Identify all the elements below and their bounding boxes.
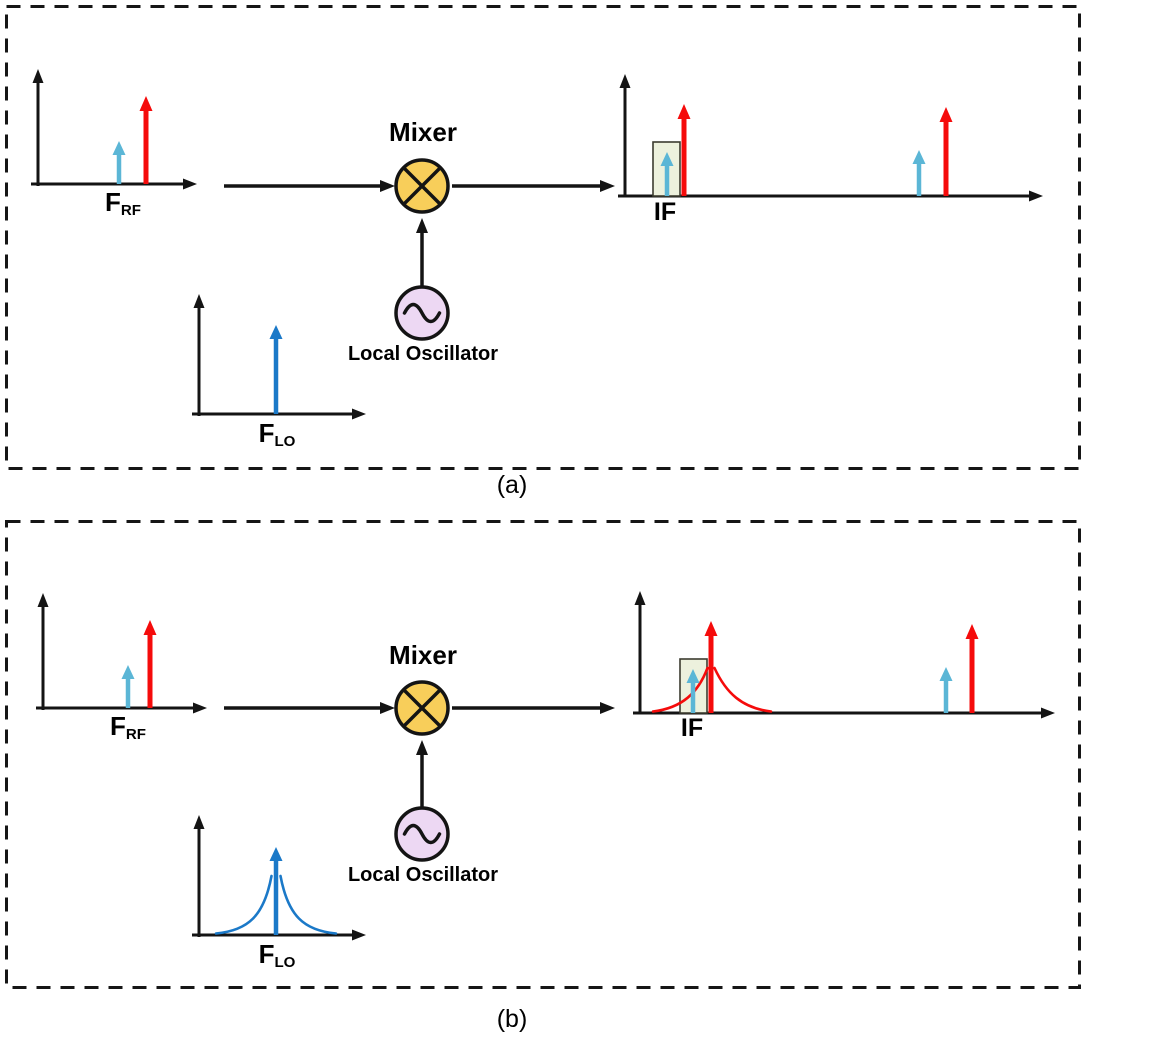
rf-axis-label-b: FRF [110, 711, 146, 744]
phase-noise-skirt-left [651, 666, 709, 713]
if-spectrum-a [618, 74, 1043, 202]
red-if-arrowhead [704, 621, 718, 636]
flow-arrowhead [380, 702, 395, 714]
panel-a-caption: (a) [496, 471, 528, 499]
x-axis-arrowhead [352, 408, 366, 420]
lo-feed-arrow-a [416, 218, 428, 287]
output-flow-arrow-b [452, 702, 615, 714]
mixer-symbol-a [394, 158, 450, 214]
phase-noise-skirt-right [713, 666, 773, 713]
mixer-x-stroke [402, 688, 442, 728]
red-image-arrowhead [939, 107, 953, 122]
rf-axis-label-a: FRF [105, 187, 141, 220]
x-axis-arrowhead [183, 178, 197, 190]
red-tone-arrowhead [139, 96, 153, 111]
flow-arrowhead [416, 218, 428, 233]
y-axis-arrowhead [32, 69, 44, 83]
phase-noise-skirt-right [279, 874, 338, 935]
red-image-arrowhead [965, 624, 979, 639]
lo-axis-label-b: FLO [258, 939, 296, 972]
y-axis-arrowhead [193, 815, 205, 829]
x-axis-arrowhead [1029, 190, 1043, 202]
lo-feed-arrow-b [416, 740, 428, 808]
flow-arrowhead [416, 740, 428, 755]
lo-spectrum-b [192, 815, 366, 941]
local-oscillator-label-b: Local Oscillator [347, 864, 499, 886]
panel-b-border [5, 520, 1081, 989]
input-flow-arrow-a [224, 180, 395, 192]
y-axis-arrowhead [634, 591, 646, 605]
lo-tone-arrowhead [269, 847, 283, 861]
local-oscillator-symbol-b [394, 806, 450, 862]
x-axis-arrowhead [1041, 707, 1055, 719]
if-spectrum-b [633, 591, 1055, 719]
cyan-if-arrowhead [686, 669, 700, 683]
flow-arrowhead [600, 702, 615, 714]
if-label-a: IF [653, 198, 677, 226]
y-axis-arrowhead [619, 74, 631, 88]
cyan-tone-arrowhead [112, 141, 126, 155]
local-oscillator-symbol-a [394, 285, 450, 341]
lo-tone-arrowhead [269, 325, 283, 339]
if-label-b: IF [680, 714, 704, 742]
output-flow-arrow-a [452, 180, 615, 192]
mixer-x-stroke [402, 166, 442, 206]
cyan-image-arrowhead [939, 667, 953, 681]
red-tone-arrowhead [143, 620, 157, 635]
y-axis-arrowhead [37, 593, 49, 607]
cyan-tone-arrowhead [121, 665, 135, 679]
panel-a-border [5, 5, 1081, 470]
lo-spectrum-a [192, 294, 366, 420]
local-oscillator-label-a: Local Oscillator [347, 343, 499, 365]
x-axis-arrowhead [352, 929, 366, 941]
sine-wave-icon [402, 823, 442, 845]
rf-spectrum-a [31, 69, 197, 190]
cyan-if-arrowhead [660, 152, 674, 166]
input-flow-arrow-b [224, 702, 395, 714]
lo-axis-label-a: FLO [258, 418, 296, 451]
rf-spectrum-b [36, 593, 207, 714]
mixer-label-b: Mixer [389, 640, 457, 670]
cyan-image-arrowhead [912, 150, 926, 164]
mixer-label-a: Mixer [389, 117, 457, 147]
red-if-arrowhead [677, 104, 691, 119]
y-axis-arrowhead [193, 294, 205, 308]
mixer-symbol-b [394, 680, 450, 736]
flow-arrowhead [600, 180, 615, 192]
sine-wave-icon [402, 302, 442, 324]
x-axis-arrowhead [193, 702, 207, 714]
panel-b-caption: (b) [496, 1005, 528, 1033]
phase-noise-skirt-left [214, 874, 273, 935]
flow-arrowhead [380, 180, 395, 192]
